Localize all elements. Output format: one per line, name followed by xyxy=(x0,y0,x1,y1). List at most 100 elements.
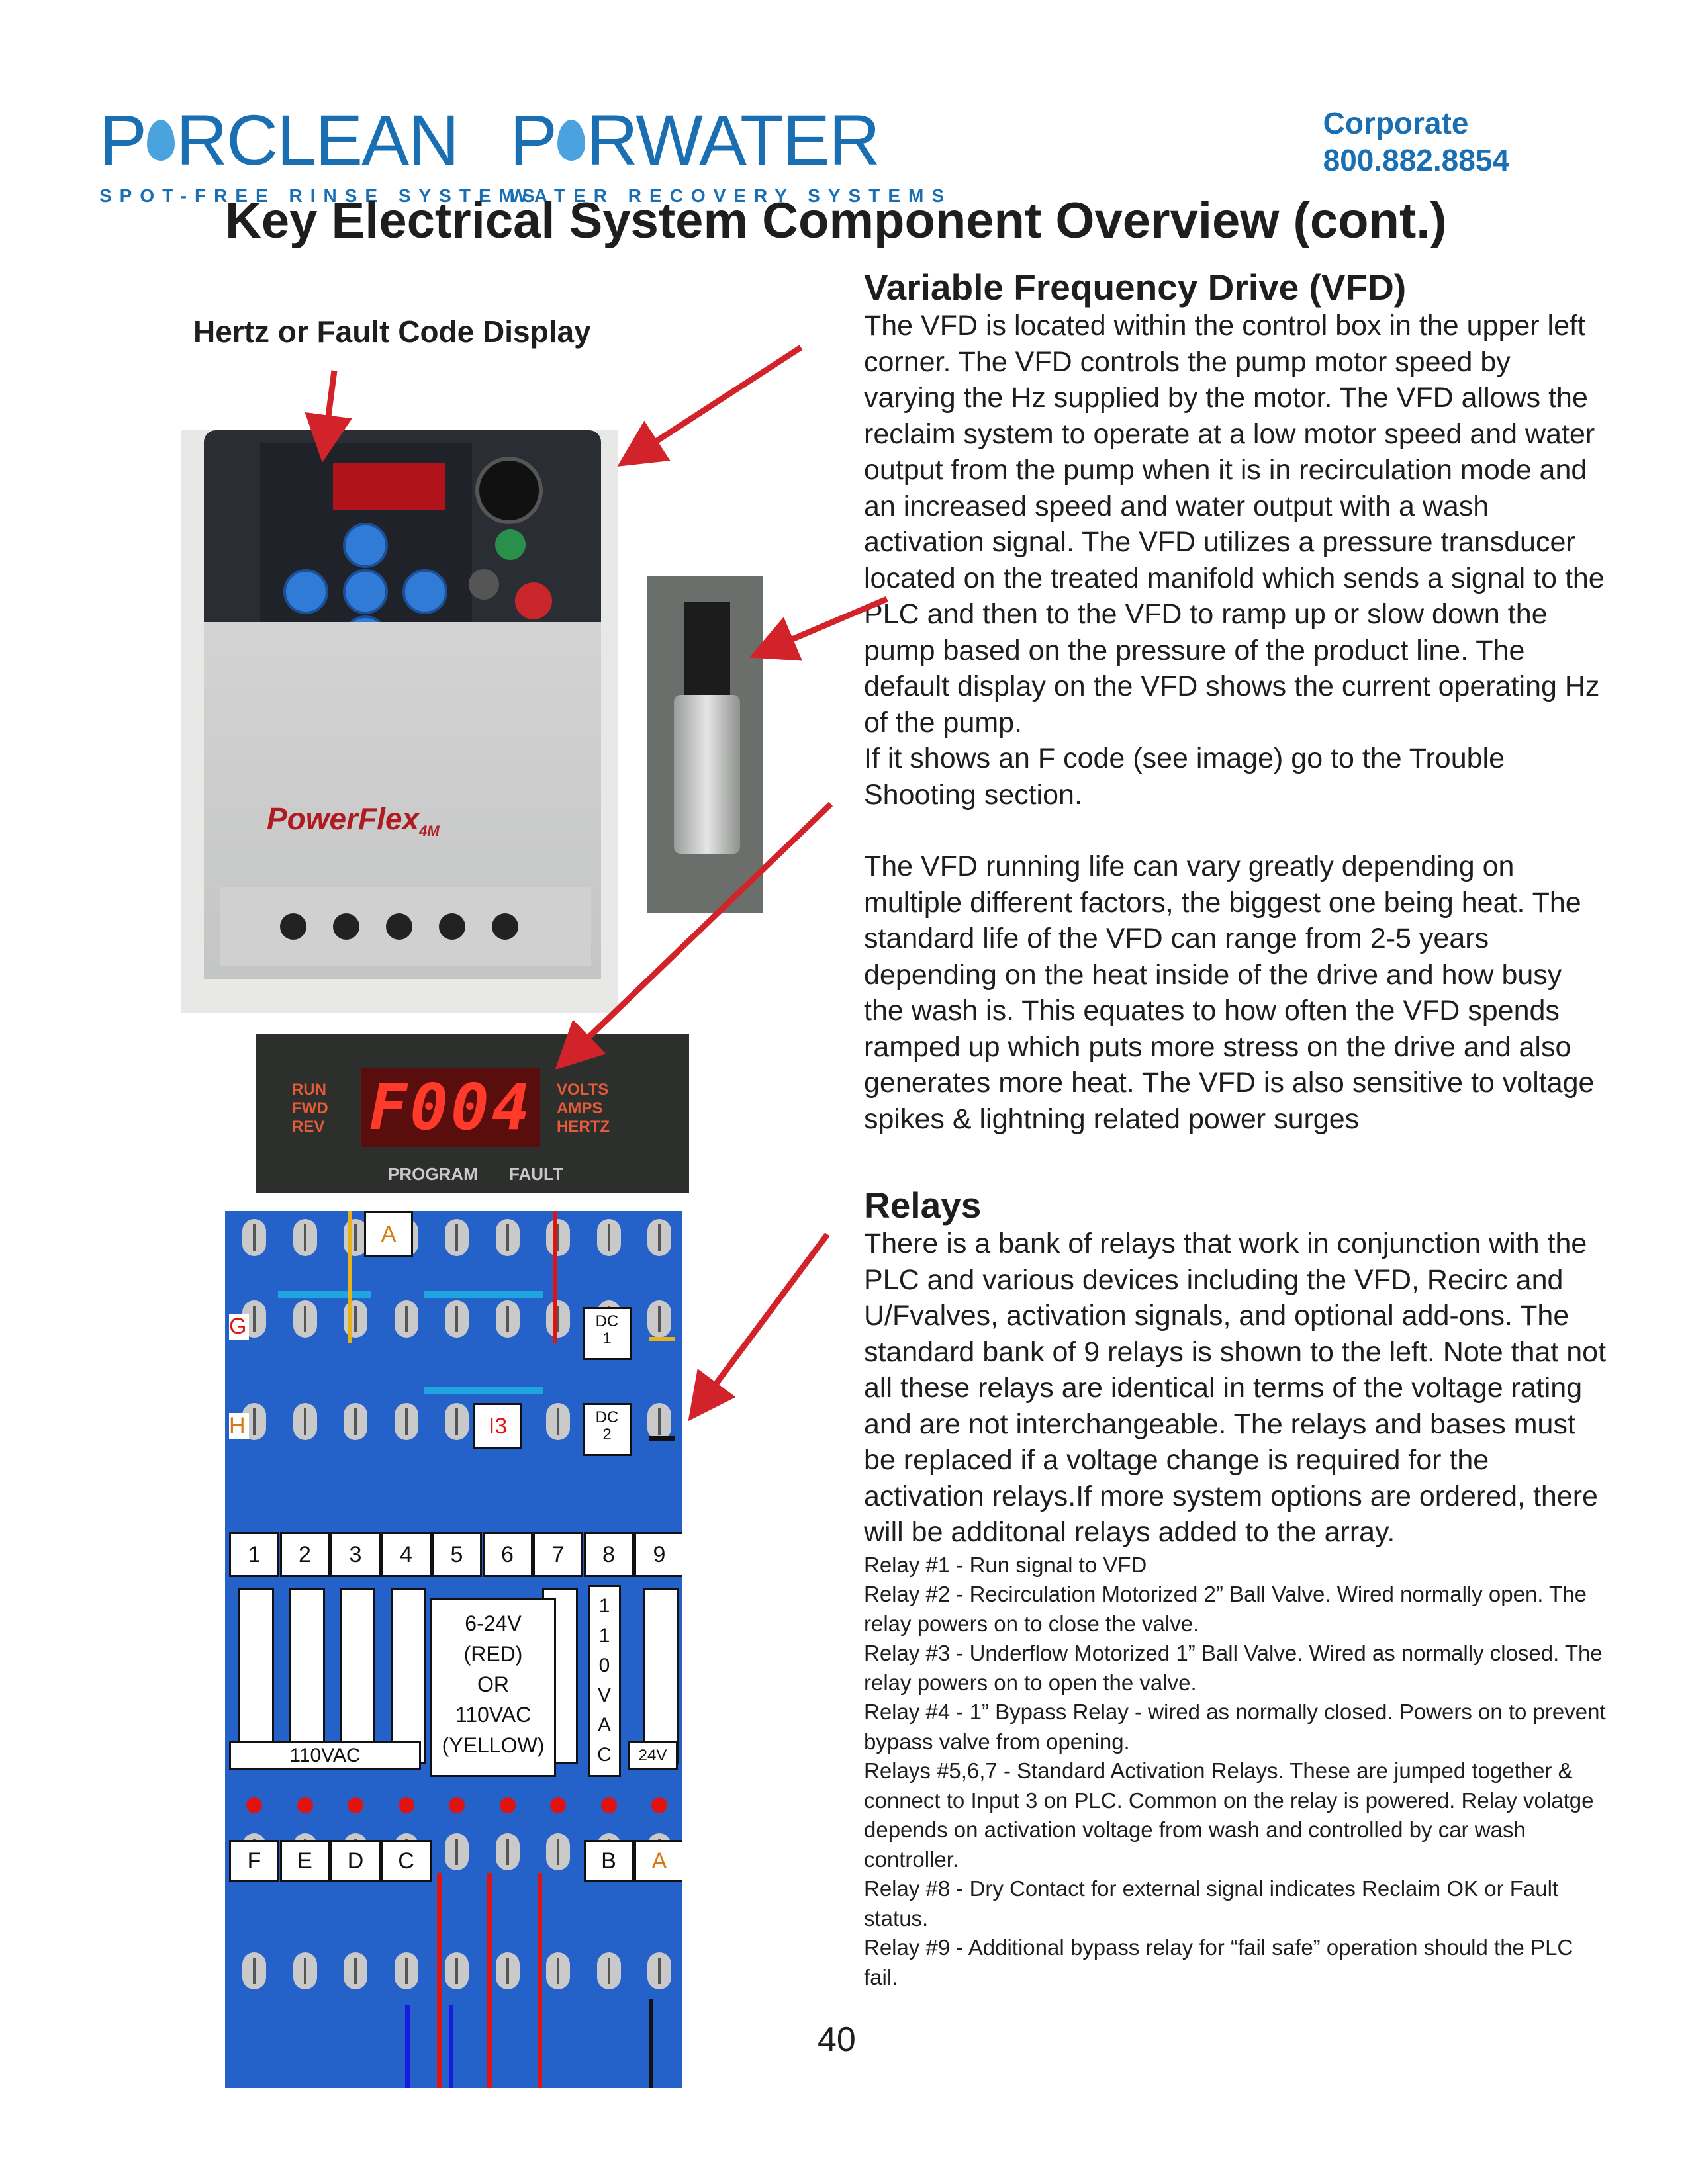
terminal-screw-icon xyxy=(492,913,518,940)
terminal-pin-icon xyxy=(546,1833,570,1870)
logo-left-p: P xyxy=(99,100,147,180)
terminal-pin-icon xyxy=(495,1952,520,1989)
arrow-to-relays xyxy=(688,1232,830,1422)
water-drop-icon xyxy=(557,120,586,161)
purwater-tagline: WATER RECOVERY SYSTEMS xyxy=(510,185,952,206)
relay-number: 2 xyxy=(279,1532,330,1577)
corporate-phone: 800.882.8854 xyxy=(1323,143,1509,177)
arrow-to-transducer xyxy=(749,596,888,661)
label-h: H xyxy=(229,1413,249,1439)
relay-body xyxy=(390,1588,426,1764)
terminal-pin-icon xyxy=(495,1300,520,1338)
arrow-to-display xyxy=(305,370,352,463)
label-dc1: DC 1 xyxy=(583,1307,632,1360)
terminal-pin-icon xyxy=(647,1219,671,1256)
corporate-label: Corporate xyxy=(1323,106,1469,140)
speed-dial-icon xyxy=(475,457,543,524)
label-110vac-vertical: 1 1 0 V A C xyxy=(588,1585,621,1777)
led-label-fwd: FWD xyxy=(292,1099,328,1117)
bottom-letter: A xyxy=(634,1840,682,1882)
terminal-pin-icon xyxy=(546,1300,570,1338)
bottom-letter: B xyxy=(583,1840,634,1882)
label-i3: I3 xyxy=(473,1403,522,1449)
terminal-pin-icon xyxy=(394,1403,418,1440)
hertz-display-label: Hertz or Fault Code Display xyxy=(193,314,591,349)
corporate-contact: Corporate 800.882.8854 xyxy=(1323,105,1509,179)
jumper-bar xyxy=(278,1291,371,1298)
relay-number: 9 xyxy=(634,1532,682,1577)
sel-button-icon xyxy=(343,569,388,614)
terminal-pin-icon xyxy=(445,1403,469,1440)
terminal-pin-icon xyxy=(596,1219,621,1256)
transducer-connector xyxy=(684,602,730,702)
transducer-body xyxy=(674,695,740,854)
terminal-pin-icon xyxy=(344,1300,367,1338)
wire-black xyxy=(649,1999,653,2088)
indicator-dot-icon xyxy=(246,1797,262,1813)
wire-yellow xyxy=(348,1211,352,1343)
indicator-dot-icon xyxy=(600,1797,617,1813)
terminal-pin-icon xyxy=(344,1952,367,1989)
vfd-heading: Variable Frequency Drive (VFD) xyxy=(864,267,1407,308)
indicator-dot-icon xyxy=(398,1797,414,1813)
terminal-pin-icon xyxy=(546,1403,570,1440)
relay-body xyxy=(643,1588,679,1764)
indicator-dot-icon xyxy=(651,1797,667,1813)
terminal-pin-icon xyxy=(293,1403,317,1440)
relay-body xyxy=(289,1588,325,1764)
logo-right-p: P xyxy=(510,100,557,180)
vfd-brand-text: PowerFlex xyxy=(267,801,420,836)
relay-item: Relay #9 - Additional bypass relay for “… xyxy=(864,1935,1573,1989)
terminal-pin-icon xyxy=(242,1219,266,1256)
led-label-rev: REV xyxy=(292,1118,325,1136)
indicator-dot-icon xyxy=(550,1797,566,1813)
start-button-icon xyxy=(495,529,526,560)
vfd-brand-logo: PowerFlex4M xyxy=(267,801,440,840)
indicator-dot-icon xyxy=(348,1797,363,1813)
relay-body xyxy=(340,1588,375,1764)
fault-right-leds: VOLTS AMPS HERTZ xyxy=(557,1081,610,1136)
terminal-pin-icon xyxy=(293,1300,317,1338)
terminal-screw-icon xyxy=(333,913,359,940)
relay-number: 6 xyxy=(482,1532,533,1577)
logo-left-rest: RCLEAN xyxy=(176,100,459,180)
bottom-letter: F xyxy=(229,1840,279,1882)
wire-blue xyxy=(405,2005,410,2088)
wire-red xyxy=(553,1211,557,1343)
enter-button-icon xyxy=(402,569,447,614)
wire-red xyxy=(538,1873,542,2088)
terminal-pin-icon xyxy=(445,1952,469,1989)
purclean-tagline: SPOT-FREE RINSE SYSTEMS xyxy=(99,185,543,206)
relay-number: 5 xyxy=(432,1532,482,1577)
terminal-pin-icon xyxy=(596,1952,621,1989)
relay-number: 7 xyxy=(533,1532,583,1577)
label-24v: 24V xyxy=(628,1741,678,1770)
bottom-letter: E xyxy=(279,1840,330,1882)
bottom-letter: C xyxy=(381,1840,432,1882)
relay-item: Relay #3 - Underflow Motorized 1” Ball V… xyxy=(864,1641,1603,1695)
relay-item: Relay #8 - Dry Contact for external sign… xyxy=(864,1876,1559,1931)
relays-heading: Relays xyxy=(864,1185,982,1226)
fault-left-leds: RUN FWD REV xyxy=(292,1081,328,1136)
vfd-paragraph-2: If it shows an F code (see image) go to … xyxy=(864,743,1505,811)
bottom-letter: D xyxy=(330,1840,381,1882)
terminal-pin-icon xyxy=(242,1952,266,1989)
fault-bottom-labels: PROGRAM FAULT xyxy=(388,1164,563,1185)
fault-code-display: F004 xyxy=(361,1068,540,1147)
relay-number: 1 xyxy=(229,1532,279,1577)
indicator-dot-icon xyxy=(297,1797,313,1813)
jumper-bar xyxy=(424,1291,543,1298)
stop-button-icon xyxy=(515,582,552,619)
wire-red xyxy=(437,1873,442,2088)
indicator-dot-icon xyxy=(449,1797,465,1813)
program-label: PROGRAM xyxy=(388,1164,478,1184)
wire-black xyxy=(649,1436,675,1441)
water-drop-icon xyxy=(147,120,175,161)
arrow-to-fault-code xyxy=(555,801,833,1070)
vfd-paragraph-1: The VFD is located within the control bo… xyxy=(864,310,1605,739)
wire-yellow xyxy=(649,1337,675,1341)
